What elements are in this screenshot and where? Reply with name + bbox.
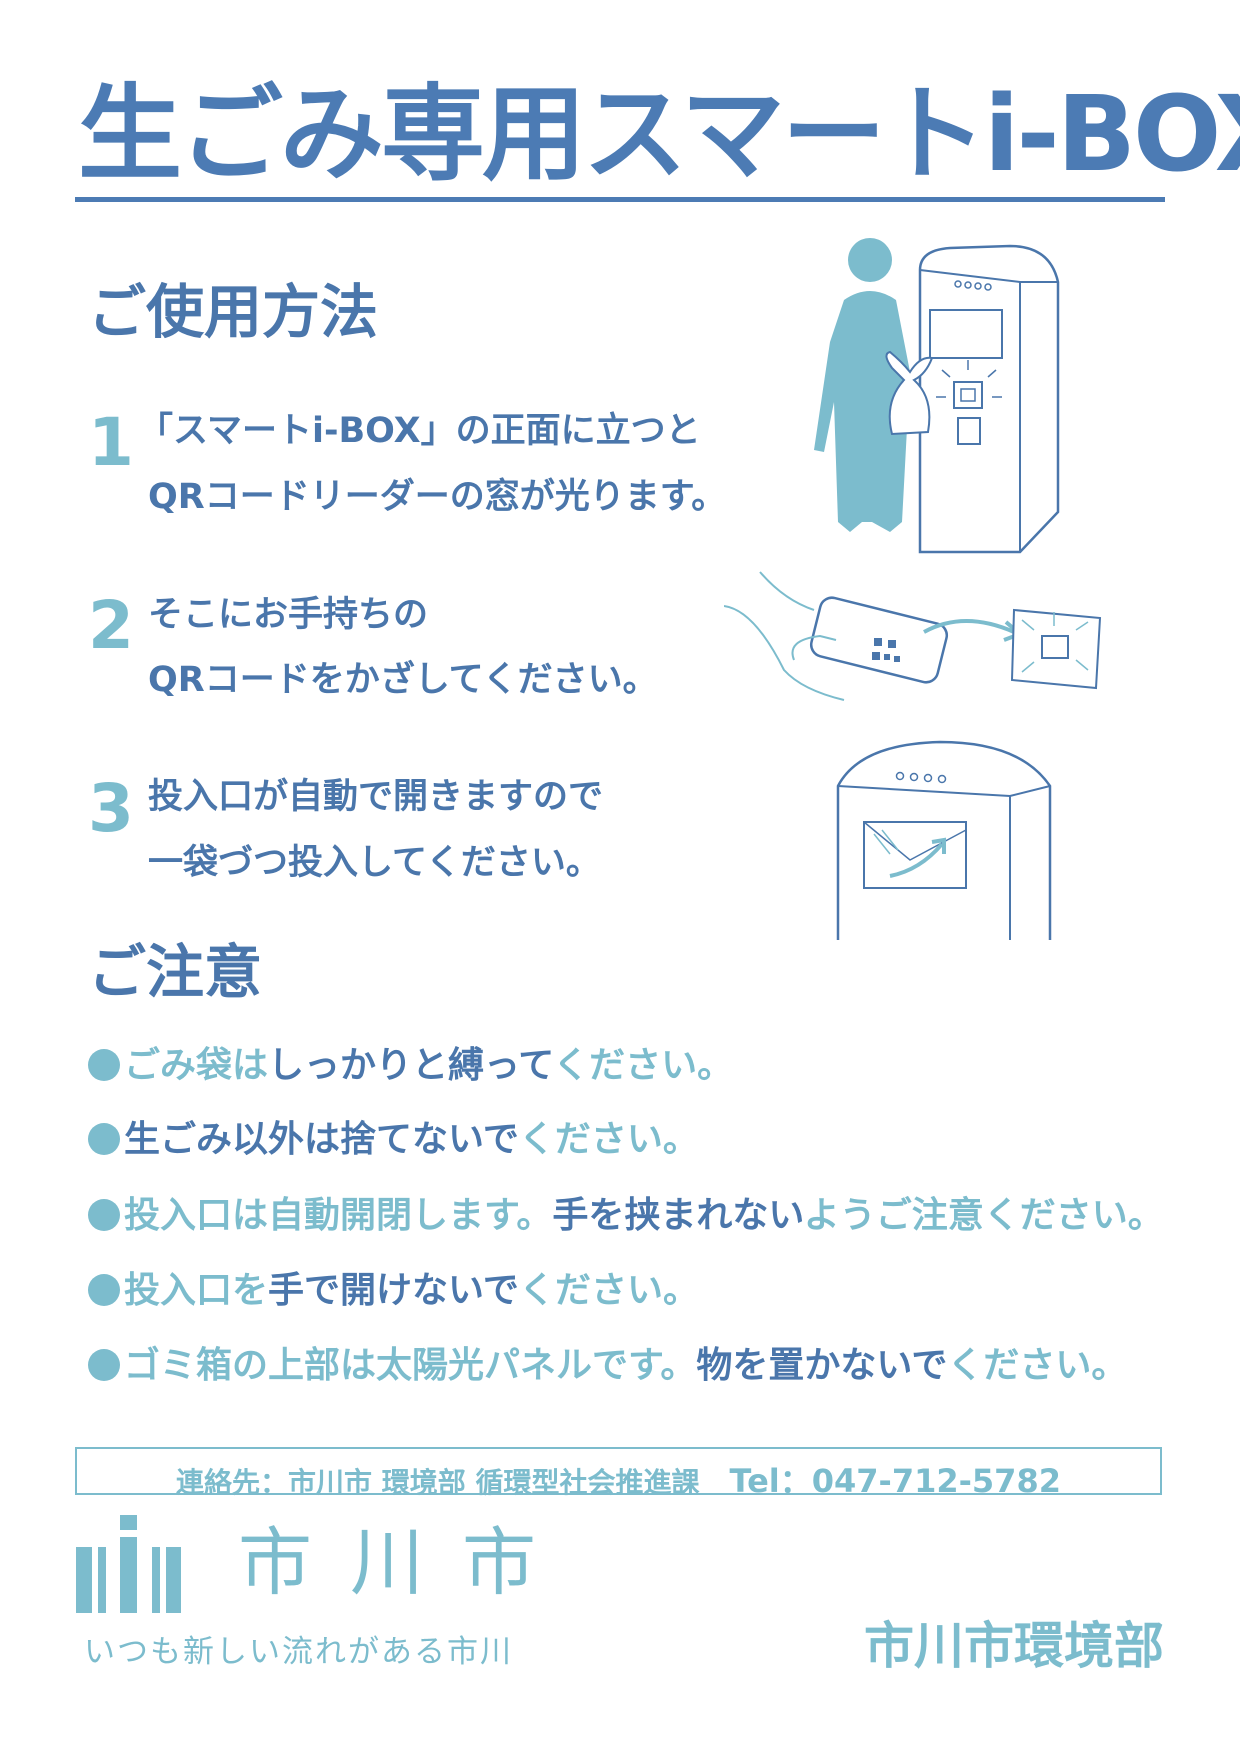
caution-text-light: 投入口は自動開閉します。: [124, 1195, 553, 1236]
page-title: 生ごみ専用スマートi-BOX: [78, 73, 1240, 195]
caution-text-light: ください。: [947, 1345, 1128, 1386]
bullet-icon: [88, 1199, 120, 1231]
step-text-line1: 「スマートi-BOX」の正面に立つと: [138, 411, 701, 451]
caution-item: ごみ袋はしっかりと縛ってください。: [88, 1048, 733, 1084]
contact-phone: Tel：047-712-5782: [729, 1462, 1061, 1500]
step-number: 3: [88, 770, 134, 847]
city-logo-mark: [76, 1515, 181, 1613]
bullet-icon: [88, 1349, 120, 1381]
caution-text-emphasis: 手で開けないで: [268, 1270, 519, 1311]
usage-heading: ご使用方法: [88, 278, 379, 346]
step-text-line1: 投入口が自動で開きますので: [148, 777, 604, 817]
caution-text-emphasis: しっかりと縛って: [268, 1045, 554, 1086]
caution-item: 投入口を手で開けないでください。: [88, 1273, 699, 1309]
step-text-line2: 一袋づつ投入してください。: [148, 843, 601, 883]
caution-text-light: ください。: [518, 1270, 699, 1311]
step-text-line2: QRコードリーダーの窓が光ります。: [148, 477, 727, 517]
caution-heading: ご注意: [88, 938, 263, 1006]
bullet-icon: [88, 1049, 120, 1081]
caution-text-light: 投入口を: [124, 1270, 269, 1311]
bullet-icon: [88, 1274, 120, 1306]
caution-text-light: ゴミ箱の上部は太陽光パネルです。: [124, 1345, 697, 1386]
bullet-icon: [88, 1123, 120, 1155]
caution-text-emphasis: 物を置かないで: [696, 1345, 948, 1386]
caution-text-emphasis: 手を挟まれない: [552, 1195, 804, 1236]
title-underline: [75, 197, 1165, 202]
caution-text-light: ごみ袋は: [124, 1045, 269, 1086]
contact-text: 連絡先：市川市 環境部 循環型社会推進課 Tel：047-712-5782: [176, 1456, 1061, 1502]
caution-text-light: ようご注意ください。: [803, 1195, 1164, 1236]
qr-phone-scan-illustration: [724, 571, 1102, 701]
step-number: 1: [88, 404, 134, 481]
caution-text-light: ください。: [518, 1119, 699, 1160]
caution-item: 生ごみ以外は捨てないでください。: [88, 1122, 699, 1158]
department-name: 市川市環境部: [864, 1617, 1164, 1675]
contact-department: 連絡先：市川市 環境部 循環型社会推進課: [176, 1466, 700, 1499]
caution-text-emphasis: 生ごみ以外は捨てないで: [124, 1119, 519, 1160]
person-at-box-illustration: [814, 238, 1060, 554]
caution-item: ゴミ箱の上部は太陽光パネルです。物を置かないでください。: [88, 1348, 1127, 1384]
caution-text-light: ください。: [553, 1045, 734, 1086]
city-name: 市川市: [238, 1520, 574, 1606]
contact-box: 連絡先：市川市 環境部 循環型社会推進課 Tel：047-712-5782: [75, 1447, 1162, 1500]
step-text-line2: QRコードをかざしてください。: [148, 660, 658, 700]
caution-item: 投入口は自動開閉します。手を挟まれないようご注意ください。: [88, 1198, 1164, 1234]
qr-code-icon: [872, 638, 900, 662]
step-number: 2: [88, 587, 134, 664]
step-text-line1: そこにお手持ちの: [148, 595, 429, 635]
box-opening-illustration: [836, 740, 1052, 940]
city-slogan: いつも新しい流れがある市川: [84, 1634, 513, 1670]
